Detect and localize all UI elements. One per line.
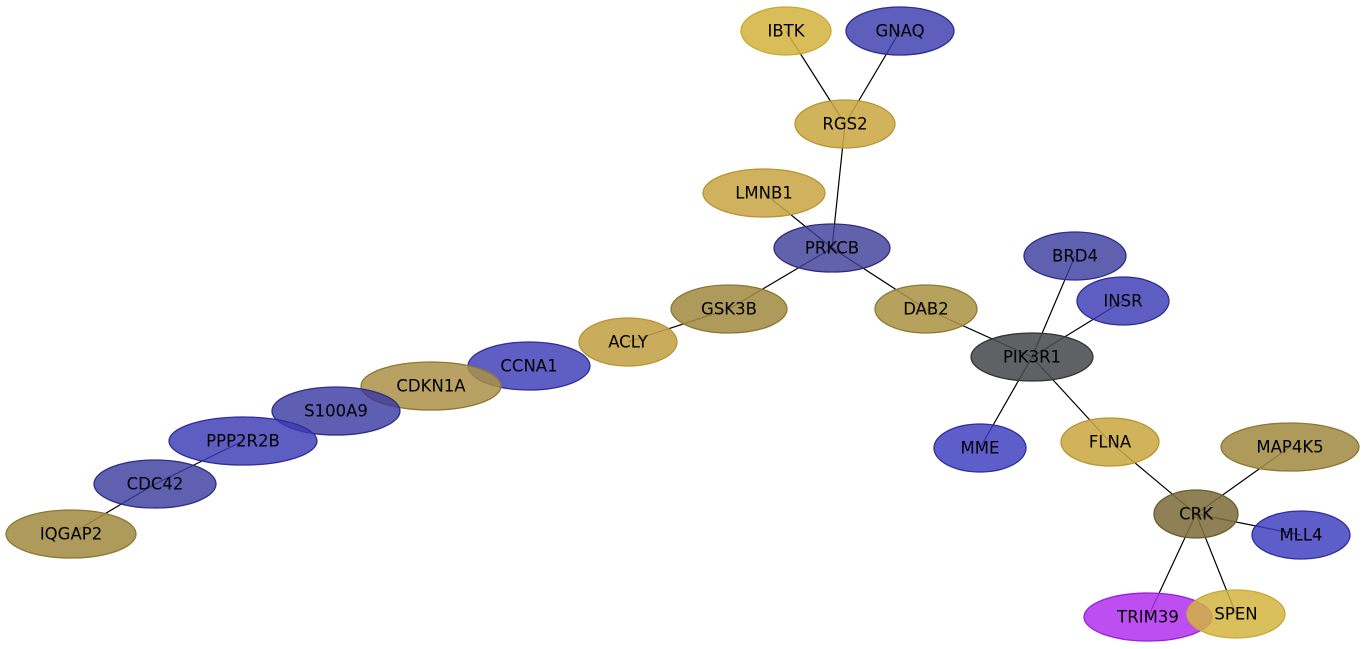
node-dab2[interactable]: DAB2 [874, 284, 978, 334]
node-label: GNAQ [875, 22, 924, 41]
node-label: BRD4 [1052, 247, 1098, 266]
node-ellipse [1023, 231, 1127, 281]
node-ellipse [970, 332, 1094, 382]
node-ellipse [794, 99, 896, 149]
node-iqgap2[interactable]: IQGAP2 [5, 509, 137, 559]
node-ellipse [874, 284, 978, 334]
node-label: INSR [1103, 292, 1142, 311]
node-label: LMNB1 [735, 184, 793, 203]
node-ellipse [1251, 510, 1351, 560]
node-label: CCNA1 [500, 357, 557, 376]
node-label: PIK3R1 [1003, 348, 1061, 367]
node-ellipse [773, 223, 891, 273]
node-trim39[interactable]: TRIM39 [1083, 592, 1213, 642]
node-acly[interactable]: ACLY [578, 317, 678, 367]
node-gsk3b[interactable]: GSK3B [670, 284, 788, 334]
node-ppp2r2b[interactable]: PPP2R2B [168, 416, 318, 466]
node-label: CDC42 [127, 475, 184, 494]
node-cdkn1a[interactable]: CDKN1A [360, 361, 502, 411]
node-pik3r1[interactable]: PIK3R1 [970, 332, 1094, 382]
node-label: GSK3B [701, 300, 757, 319]
node-label: PRKCB [805, 239, 859, 258]
node-ellipse [578, 317, 678, 367]
node-mll4[interactable]: MLL4 [1251, 510, 1351, 560]
node-label: ACLY [608, 333, 649, 352]
node-gnaq[interactable]: GNAQ [845, 6, 955, 56]
node-label: DAB2 [903, 300, 949, 319]
node-ellipse [93, 459, 217, 509]
node-ellipse [1076, 276, 1170, 326]
node-ellipse [933, 423, 1027, 473]
node-spen[interactable]: SPEN [1186, 589, 1286, 639]
node-ellipse [670, 284, 788, 334]
node-ellipse [1220, 422, 1360, 472]
node-ellipse [271, 386, 401, 436]
node-label: PPP2R2B [206, 432, 280, 451]
node-ellipse [168, 416, 318, 466]
node-crk[interactable]: CRK [1153, 489, 1239, 539]
node-flna[interactable]: FLNA [1060, 417, 1160, 467]
node-ibtk[interactable]: IBTK [740, 6, 832, 56]
node-label: S100A9 [304, 402, 368, 421]
node-ellipse [1060, 417, 1160, 467]
node-lmnb1[interactable]: LMNB1 [702, 168, 826, 218]
node-label: TRIM39 [1116, 608, 1179, 627]
node-label: MME [961, 439, 1000, 458]
node-mme[interactable]: MME [933, 423, 1027, 473]
node-insr[interactable]: INSR [1076, 276, 1170, 326]
node-ellipse [1153, 489, 1239, 539]
node-label: MAP4K5 [1256, 438, 1323, 457]
node-label: FLNA [1089, 433, 1132, 452]
node-label: CRK [1179, 505, 1214, 524]
node-ellipse [1186, 589, 1286, 639]
node-rgs2[interactable]: RGS2 [794, 99, 896, 149]
node-map4k5[interactable]: MAP4K5 [1220, 422, 1360, 472]
node-ellipse [5, 509, 137, 559]
node-prkcb[interactable]: PRKCB [773, 223, 891, 273]
node-label: IQGAP2 [40, 525, 102, 544]
node-label: CDKN1A [396, 377, 466, 396]
node-ellipse [845, 6, 955, 56]
node-label: RGS2 [822, 115, 867, 134]
node-label: MLL4 [1279, 526, 1322, 545]
node-cdc42[interactable]: CDC42 [93, 459, 217, 509]
node-label: IBTK [767, 22, 805, 41]
node-s100a9[interactable]: S100A9 [271, 386, 401, 436]
node-ellipse [702, 168, 826, 218]
node-label: SPEN [1214, 605, 1257, 624]
node-ellipse [360, 361, 502, 411]
node-brd4[interactable]: BRD4 [1023, 231, 1127, 281]
node-ellipse [740, 6, 832, 56]
